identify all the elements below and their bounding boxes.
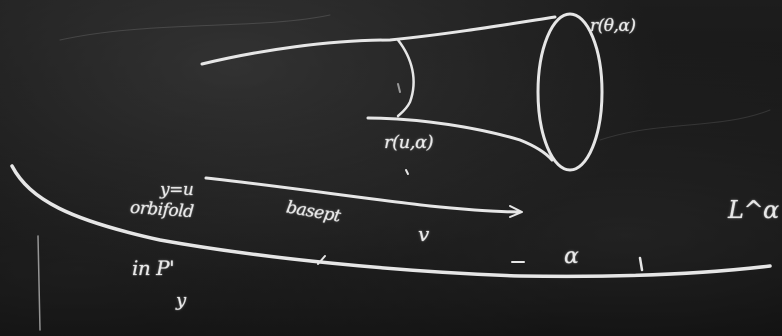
funnel-cross-section: [398, 40, 414, 116]
label-y-equals-u: y=u: [160, 180, 193, 200]
label-L-alpha: L^α: [728, 196, 779, 224]
smudge-stroke: [600, 110, 770, 140]
label-subscript-y: y: [176, 290, 186, 311]
label-r-theta-alpha: r(θ,α): [590, 16, 636, 36]
dot-mark: [406, 170, 408, 174]
smudge-stroke: [60, 15, 330, 40]
label-in-P-prime: in P': [132, 256, 174, 280]
left-vertical-stroke: [38, 236, 40, 330]
tick-mark: [640, 258, 642, 270]
label-v: v: [418, 222, 429, 246]
funnel-rim-ellipse: [538, 14, 602, 170]
cross-section-dash: [398, 84, 400, 92]
funnel-top-edge: [202, 17, 555, 64]
basept-curve: [206, 178, 520, 212]
label-r-u-alpha: r(u,α): [384, 132, 433, 153]
label-alpha: α: [564, 244, 578, 269]
long-bottom-curve: [12, 166, 770, 276]
